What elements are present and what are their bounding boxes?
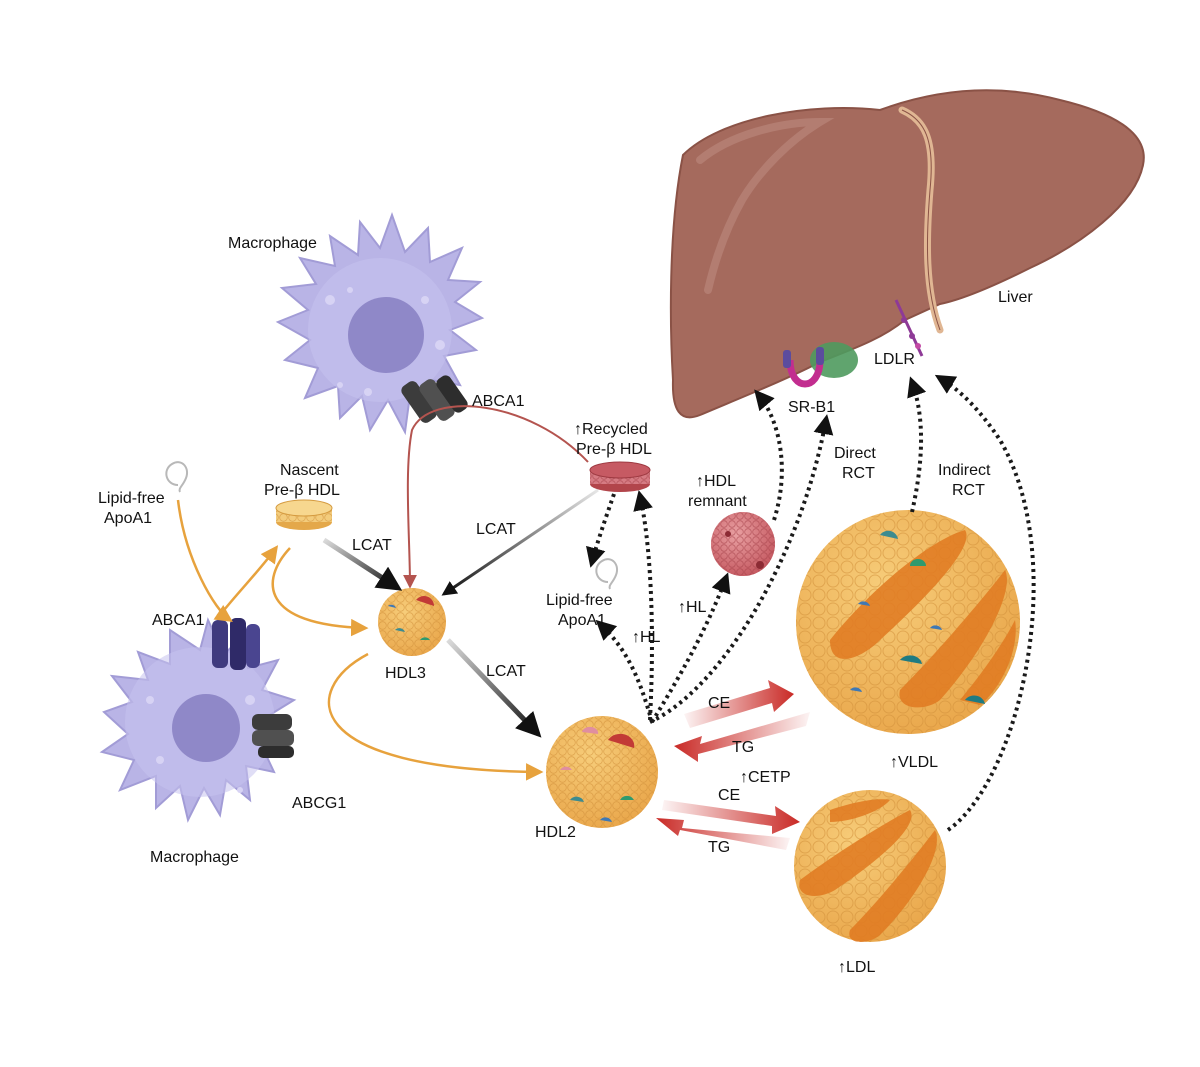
recycled-pre-beta-hdl-icon [589,461,651,492]
label-indirect-rct-2: RCT [952,482,985,499]
nascent-pre-beta-hdl-icon [275,499,333,530]
label-hdl-remnant-2: remnant [688,493,747,510]
label-lipid-free-left-2: ApoA1 [104,510,152,527]
label-ce-1: CE [708,695,730,712]
macrophage-top [275,212,485,436]
cetp-transfer-arrows [656,680,810,850]
label-macrophage-bottom: Macrophage [150,849,239,866]
abcg1-transporter-icon [252,714,294,758]
label-abcg1: ABCG1 [292,795,346,812]
label-hdl2: HDL2 [535,824,576,841]
label-lcat-2: LCAT [476,521,516,538]
orange-efflux-arrows [176,499,544,781]
hdl3-particle [378,588,446,656]
label-sr-b1: SR-B1 [788,399,835,416]
label-liver: Liver [998,289,1033,306]
label-lcat-3: LCAT [486,663,526,680]
label-lcat-1: LCAT [352,537,392,554]
label-cetp: ↑CETP [740,769,791,786]
label-ldlr: LDLR [874,351,915,368]
macrophage-bottom-nucleus [172,694,240,762]
apoa1-left-icon [165,461,188,493]
label-hl-2: ↑HL [632,629,661,646]
vldl-particle [796,510,1020,734]
labels: Macrophage Macrophage ABCA1 ABCA1 ABCG1 … [98,235,1033,976]
ldl-particle [794,790,946,942]
hdl2-particle [546,716,658,828]
label-tg-1: TG [732,739,754,756]
label-recycled-1: ↑Recycled [574,421,648,438]
liver [669,89,1145,419]
label-hdl3: HDL3 [385,665,426,682]
sr-b1-receptor-icon [783,347,824,388]
label-indirect-rct-1: Indirect [938,462,991,479]
label-lipid-free-mid-2: ApoA1 [558,612,606,629]
label-tg-2: TG [708,839,730,856]
label-hl-1: ↑HL [678,599,707,616]
label-hdl-remnant-1: ↑HDL [696,473,736,490]
label-abca1-bottom: ABCA1 [152,612,205,629]
abca1-transporter-top-icon [401,375,468,423]
label-macrophage-top: Macrophage [228,235,317,252]
macrophage-top-nucleus [348,297,424,373]
apoa1-mid-icon [595,558,618,590]
label-direct-rct-2: RCT [842,465,875,482]
label-nascent-2: Pre-β HDL [264,482,340,499]
hdl-remnant-particle [711,512,775,576]
red-recycling-arrow [402,405,589,589]
label-abca1-top: ABCA1 [472,393,525,410]
label-lipid-free-left-1: Lipid-free [98,490,165,507]
dotted-arrows [586,374,1036,832]
label-ldl: ↑LDL [838,959,875,976]
ldlr-receptor-icon [894,299,924,357]
abca1-transporter-bottom-icon [212,618,260,670]
label-direct-rct-1: Direct [834,445,876,462]
label-recycled-2: Pre-β HDL [576,441,652,458]
label-lipid-free-mid-1: Lipid-free [546,592,613,609]
label-nascent-1: Nascent [280,462,339,479]
lcat-arrows [322,488,599,738]
macrophage-bottom [99,617,297,823]
label-ce-2: CE [718,787,740,804]
label-vldl: ↑VLDL [890,754,938,771]
